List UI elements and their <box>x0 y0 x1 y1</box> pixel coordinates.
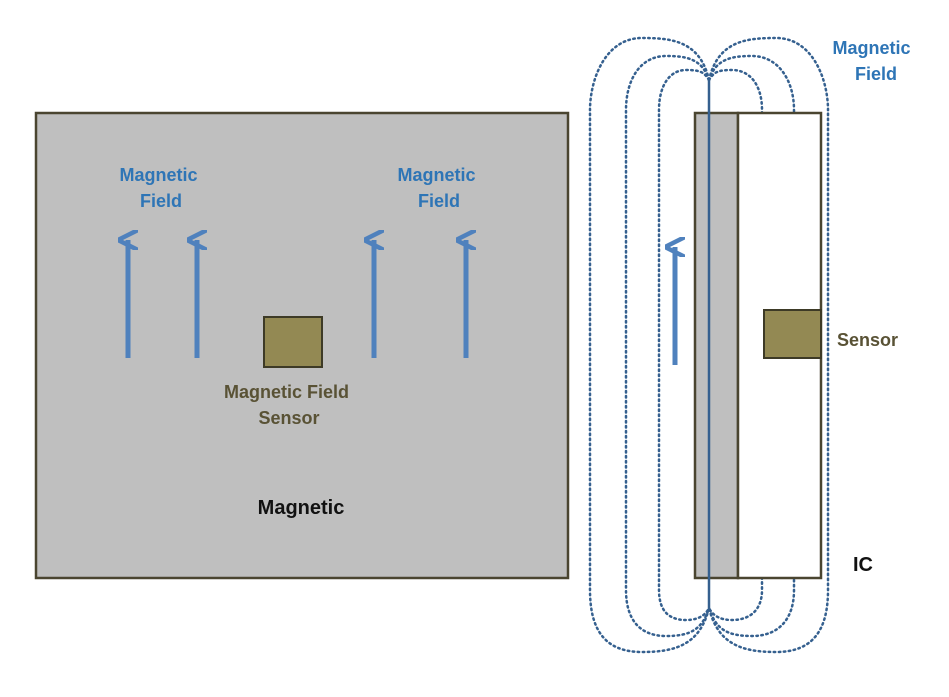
field-arrows-left-panel <box>128 240 466 358</box>
ic-sensor-label: Sensor <box>837 330 898 350</box>
field-loop-left-inner <box>657 68 711 622</box>
field-loop-right-middle <box>707 54 796 638</box>
field-label-top-right-line1: Magnetic <box>832 38 910 58</box>
field-loop-left-outer <box>588 36 711 654</box>
magnetic-field-sensor-label: Magnetic Field Sensor <box>224 382 354 428</box>
sensor-label-line2: Sensor <box>258 408 319 428</box>
ic-sensor-box <box>763 309 822 359</box>
field-label-left-line2: Field <box>140 191 182 211</box>
field-lines <box>588 36 830 654</box>
magnet-label: Magnetic <box>258 497 345 519</box>
field-label-right-line1: Magnetic <box>397 165 475 185</box>
field-label-left: Magnetic Field <box>119 165 202 211</box>
field-label-right-line2: Field <box>418 191 460 211</box>
field-loop-left-middle <box>624 54 711 638</box>
field-label-right: Magnetic Field <box>397 165 480 211</box>
field-loop-right-outer <box>707 36 830 654</box>
sensor-label-line1: Magnetic Field <box>224 382 349 402</box>
ic-label: IC <box>853 554 873 576</box>
magnet-strip <box>693 111 740 580</box>
field-label-top-right: Magnetic Field <box>832 38 915 84</box>
field-label-top-right-line2: Field <box>855 64 897 84</box>
magnetic-field-sensor-box <box>263 316 323 368</box>
field-label-left-line1: Magnetic <box>119 165 197 185</box>
